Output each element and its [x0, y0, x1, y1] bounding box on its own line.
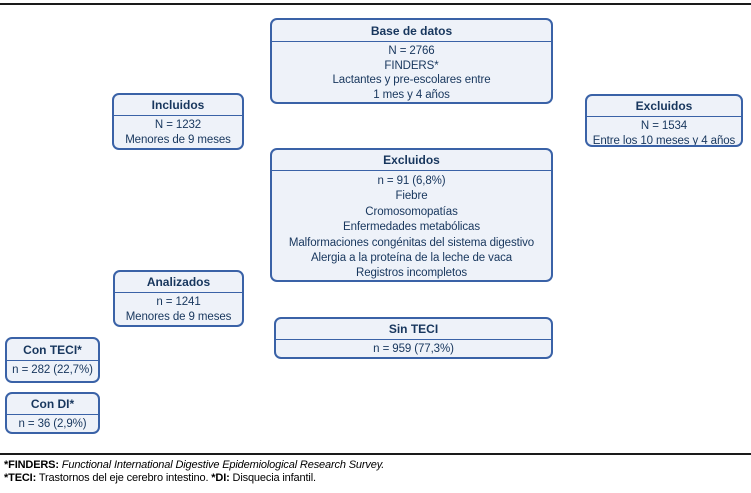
box-base-de-datos: Base de datos N = 2766 FINDERS* Lactante… — [270, 18, 553, 104]
box-sin-teci-title: Sin TECI — [276, 319, 551, 340]
box-line: N = 1232 — [154, 119, 202, 131]
box-line: Cromosomopatías — [365, 205, 458, 218]
box-line: Enfermedades metabólicas — [343, 221, 480, 234]
box-line: n = 91 (6,8%) — [377, 175, 446, 187]
box-line: Registros incompletos — [355, 267, 468, 280]
box-sin-teci-body: n = 959 (77,3%) — [276, 340, 551, 357]
box-con-teci-title: Con TECI* — [7, 339, 98, 361]
box-line: N = 1534 — [640, 120, 688, 132]
box-incluidos-title: Incluidos — [114, 95, 242, 116]
box-excluidos-centro-body: n = 91 (6,8%) Fiebre Cromosomopatías Enf… — [272, 171, 551, 280]
box-con-teci-body: n = 282 (22,7%) — [7, 361, 98, 378]
top-rule — [0, 3, 751, 5]
box-excluidos-derecha-body: N = 1534 Entre los 10 meses y 4 años — [587, 117, 741, 147]
box-base-de-datos-title: Base de datos — [272, 20, 551, 42]
bottom-rule — [0, 453, 751, 455]
footnote-teci-label: *TECI: — [4, 472, 37, 484]
box-incluidos: Incluidos N = 1232 Menores de 9 meses — [112, 93, 244, 150]
box-analizados: Analizados n = 1241 Menores de 9 meses — [113, 270, 244, 327]
footnote-finders: *FINDERS: Functional International Diges… — [4, 459, 384, 471]
box-line: n = 36 (2,9%) — [18, 418, 87, 430]
box-sin-teci: Sin TECI n = 959 (77,3%) — [274, 317, 553, 359]
box-analizados-title: Analizados — [115, 272, 242, 293]
box-line: FINDERS* — [384, 59, 439, 72]
box-analizados-body: n = 1241 Menores de 9 meses — [115, 293, 242, 324]
box-line: Entre los 10 meses y 4 años — [592, 134, 736, 147]
footnote-finders-label: *FINDERS: — [4, 459, 59, 471]
footnote-teci-di: *TECI: Trastornos del eje cerebro intest… — [4, 472, 316, 484]
box-line: 1 mes y 4 años — [373, 88, 450, 101]
box-excluidos-centro-title: Excluidos — [272, 150, 551, 171]
box-line: N = 2766 — [388, 45, 435, 57]
box-excluidos-derecha: Excluidos N = 1534 Entre los 10 meses y … — [585, 94, 743, 147]
box-base-de-datos-body: N = 2766 FINDERS* Lactantes y pre-escola… — [272, 42, 551, 102]
box-line: Malformaciones congénitas del sistema di… — [288, 236, 535, 249]
box-line: n = 1241 — [156, 296, 201, 308]
box-con-di-title: Con DI* — [7, 394, 98, 415]
box-incluidos-body: N = 1232 Menores de 9 meses — [114, 116, 242, 147]
box-line: Fiebre — [395, 190, 428, 203]
box-excluidos-derecha-title: Excluidos — [587, 96, 741, 117]
footnote-di-text: Disquecia infantil. — [232, 472, 317, 484]
box-line: Menores de 9 meses — [125, 133, 231, 146]
box-con-di: Con DI* n = 36 (2,9%) — [5, 392, 100, 434]
box-line: n = 282 (22,7%) — [12, 364, 93, 376]
box-con-teci: Con TECI* n = 282 (22,7%) — [5, 337, 100, 383]
box-line: Lactantes y pre-escolares entre — [332, 74, 491, 86]
footnote-di-label: *DI: — [211, 472, 230, 484]
box-line: n = 959 (77,3%) — [373, 343, 454, 355]
footnote-finders-text: Functional International Digestive Epide… — [61, 459, 385, 471]
box-con-di-body: n = 36 (2,9%) — [7, 415, 98, 432]
box-line: Menores de 9 meses — [125, 310, 232, 323]
box-line: Alergia a la proteína de la leche de vac… — [310, 252, 513, 265]
footnote-teci-text: Trastornos del eje cerebro intestino. — [38, 472, 209, 484]
box-excluidos-centro: Excluidos n = 91 (6,8%) Fiebre Cromosomo… — [270, 148, 553, 282]
